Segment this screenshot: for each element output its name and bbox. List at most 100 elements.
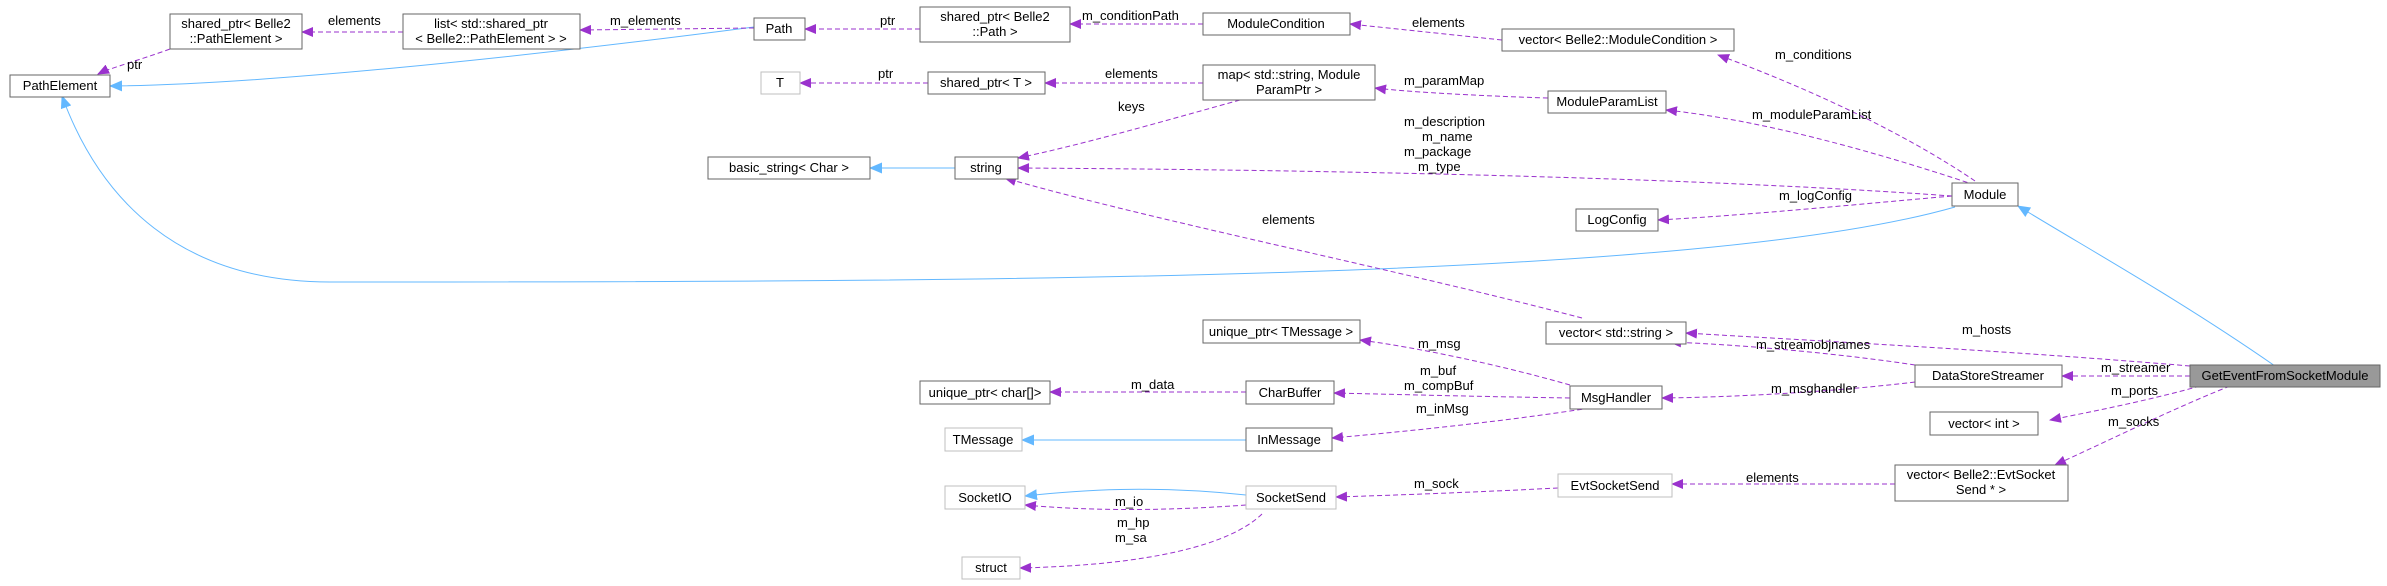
node-vector-module-condition[interactable]: vector< Belle2::ModuleCondition > [1501,28,1735,52]
node-vector-int[interactable]: vector< int > [1929,411,2039,436]
node-tmessage[interactable]: TMessage [944,427,1023,452]
edge-getevent-inherits-module [2017,205,2276,367]
edge-path-inherits-pathelement [109,26,755,92]
edge-label: m_data [1131,377,1175,392]
edge-module-to-logconfig [1657,195,1953,225]
edge-datastorestreamer-to-msghandler [1661,381,1916,403]
edge-label: elements [1412,15,1465,30]
svg-text:SocketSend: SocketSend [1256,490,1326,505]
edge-label: keys [1118,99,1145,114]
node-get-event-from-socket-module[interactable]: GetEventFromSocketModule [2189,364,2381,388]
edge-getevent-to-vector-evtsocket [2054,385,2231,466]
edge-label: m_type [1418,159,1461,174]
node-shared-ptr-path-element[interactable]: shared_ptr< Belle2 ::PathElement > [169,13,303,50]
edge-label: m_name [1422,129,1473,144]
svg-text:LogConfig: LogConfig [1587,212,1646,227]
edge-vector-condition-to-modulecondition [1349,20,1503,41]
node-socket-send[interactable]: SocketSend [1245,485,1337,510]
edge-socketsend-inherits-socketio [1024,488,1247,501]
svg-text:TMessage: TMessage [953,432,1014,447]
edge-label: m_ports [2111,383,2158,398]
edge-label: m_streamobjnames [1756,337,1871,352]
edge-label: m_moduleParamList [1752,107,1872,122]
svg-text:SocketIO: SocketIO [958,490,1011,505]
svg-text:basic_string< Char >: basic_string< Char > [729,160,849,175]
edge-label: elements [1746,470,1799,485]
node-basic-string[interactable]: basic_string< Char > [707,156,871,180]
svg-text:PathElement: PathElement [23,78,98,93]
node-path[interactable]: Path [753,17,806,41]
svg-text:string: string [970,160,1002,175]
edge-label: elements [1262,212,1315,227]
svg-text:shared_ptr< Belle2: shared_ptr< Belle2 [181,16,291,31]
node-map-string-param[interactable]: map< std::string, Module ParamPtr > [1202,64,1376,101]
node-module-param-list[interactable]: ModuleParamList [1547,90,1667,114]
edge-sharedptr-pathelement-to-pathelement [97,48,171,75]
svg-text:GetEventFromSocketModule: GetEventFromSocketModule [2202,368,2369,383]
svg-text:MsgHandler: MsgHandler [1581,390,1652,405]
node-list-shared-ptr[interactable]: list< std::shared_ptr < Belle2::PathElem… [402,13,581,50]
node-struct[interactable]: struct [961,556,1021,580]
svg-text:::PathElement >: ::PathElement > [190,31,283,46]
edge-label: m_compBuf [1404,378,1474,393]
edges [60,19,2276,573]
edge-label: m_hp [1117,515,1150,530]
node-shared-ptr-t[interactable]: shared_ptr< T > [927,71,1046,95]
svg-text:map< std::string, Module: map< std::string, Module [1218,67,1361,82]
edge-label: m_io [1115,494,1143,509]
edge-label: m_description [1404,114,1485,129]
edge-label: m_msghandler [1771,381,1858,396]
node-socket-io[interactable]: SocketIO [944,485,1026,510]
edge-msghandler-to-charbuffer [1333,388,1571,399]
edge-label: elements [328,13,381,28]
node-unique-ptr-tmessage[interactable]: unique_ptr< TMessage > [1202,319,1361,344]
node-data-store-streamer[interactable]: DataStoreStreamer [1914,364,2063,388]
edge-evtsocketsend-to-socketsend [1335,487,1559,502]
edge-label: m_elements [610,13,681,28]
edge-socketsend-to-socketio [1024,501,1247,511]
edge-module-to-moduleparamlist [1665,106,1976,186]
nodes: PathElement shared_ptr< Belle2 ::PathEle… [9,6,2381,580]
edge-module-to-string-fields [1017,163,1953,197]
node-unique-ptr-char[interactable]: unique_ptr< char[]> [919,380,1051,405]
svg-text:Path: Path [766,21,793,36]
edge-label: m_streamer [2101,360,2171,375]
edge-label: m_hosts [1962,322,2012,337]
edge-label: m_socks [2108,414,2160,429]
svg-text:vector< int >: vector< int > [1948,416,2020,431]
edge-label: ptr [878,66,894,81]
svg-text:Module: Module [1964,187,2007,202]
svg-text:list< std::shared_ptr: list< std::shared_ptr [434,16,548,31]
svg-text:shared_ptr< Belle2: shared_ptr< Belle2 [940,9,1050,24]
svg-text:vector< Belle2::ModuleConditio: vector< Belle2::ModuleCondition > [1519,32,1718,47]
node-in-message[interactable]: InMessage [1245,427,1333,452]
svg-text:DataStoreStreamer: DataStoreStreamer [1932,368,2045,383]
svg-text:< Belle2::PathElement > >: < Belle2::PathElement > > [415,31,566,46]
node-log-config[interactable]: LogConfig [1575,208,1659,232]
node-path-element[interactable]: PathElement [9,74,111,98]
svg-text:CharBuffer: CharBuffer [1259,385,1322,400]
node-module[interactable]: Module [1951,182,2019,207]
node-shared-ptr-path[interactable]: shared_ptr< Belle2 ::Path > [919,6,1071,43]
edge-label: m_package [1404,144,1471,159]
edge-label: ptr [127,57,143,72]
edge-label: m_msg [1418,336,1461,351]
node-module-condition[interactable]: ModuleCondition [1202,12,1351,36]
svg-text:EvtSocketSend: EvtSocketSend [1571,478,1660,493]
node-t[interactable]: T [760,71,801,95]
edge-getevent-to-vector-string [1685,328,2191,367]
node-vector-string[interactable]: vector< std::string > [1545,321,1687,345]
edge-label: m_sa [1115,530,1148,545]
edge-label: m_conditionPath [1082,8,1179,23]
edge-datastorestreamer-to-vector-string [1669,337,1916,366]
edge-path-to-list [579,24,755,35]
node-msg-handler[interactable]: MsgHandler [1569,385,1663,410]
svg-text:unique_ptr< char[]>: unique_ptr< char[]> [929,385,1042,400]
node-evt-socket-send[interactable]: EvtSocketSend [1557,473,1673,498]
node-string[interactable]: string [954,156,1019,180]
node-vector-evt-socket-send[interactable]: vector< Belle2::EvtSocket Send * > [1894,464,2069,502]
node-char-buffer[interactable]: CharBuffer [1245,380,1335,405]
svg-text:shared_ptr< T >: shared_ptr< T > [940,75,1032,90]
svg-text:ModuleCondition: ModuleCondition [1227,16,1325,31]
svg-text:InMessage: InMessage [1257,432,1321,447]
